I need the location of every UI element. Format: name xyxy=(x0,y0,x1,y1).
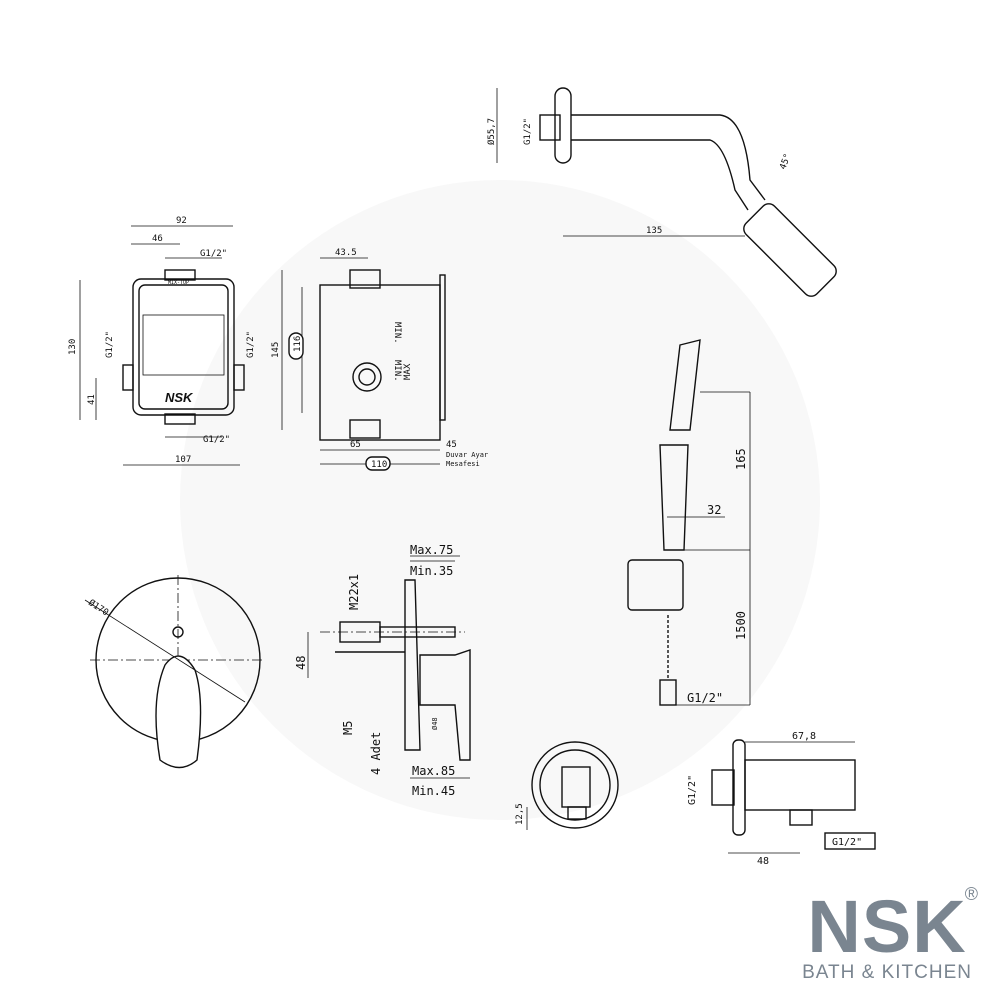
brand-mark: NSK xyxy=(165,390,194,405)
valve-box-front-view: MIX-TOP NSK 92 46 G1/2" G1/2" 130 41 G1/… xyxy=(68,216,256,466)
right-thread-dimension: G1/2" xyxy=(246,331,256,358)
thread-dimension: G1/2" xyxy=(523,118,533,145)
wall-outlet-side-view: 67,8 G1/2" G1/2" 48 xyxy=(687,731,876,867)
length-dimension: 135 xyxy=(646,226,662,236)
hand-shower-view: 165 32 1500 G1/2" xyxy=(627,339,751,706)
screw-dimension: M5 xyxy=(341,721,355,735)
logo-tagline: BATH & KITCHEN xyxy=(802,962,972,983)
total-width-dimension: 107 xyxy=(175,455,191,465)
min-top-dimension: Min.35 xyxy=(410,564,453,578)
wall-adjust-text-2: Mesafesi xyxy=(446,460,480,468)
min-bottom-dimension: Min.45 xyxy=(412,784,455,798)
thread-dimension: M22x1 xyxy=(347,574,361,610)
thread-dimension: G1/2" xyxy=(687,691,723,705)
wall-adjust-text: Duvar Ayar xyxy=(446,451,488,459)
diameter-dimension: Ø170 xyxy=(86,597,110,618)
half-width-dimension: 46 xyxy=(152,234,163,244)
diameter-dimension: Ø48 xyxy=(431,717,439,730)
height-dimension: 48 xyxy=(294,656,308,670)
max-top-dimension: Max.75 xyxy=(410,543,453,557)
offset-dimension: 32 xyxy=(707,503,721,517)
angle-dimension: 45° xyxy=(778,152,793,171)
min-label-1: MIN. xyxy=(392,322,402,344)
total-depth-dimension: 110 xyxy=(371,460,387,470)
mixer-side-view: Max.75 Min.35 M22x1 48 M5 4 Adet Ø48 Max… xyxy=(294,543,471,798)
min-label-2: MIN. xyxy=(392,360,402,382)
top-depth-dimension: 43.5 xyxy=(335,248,357,258)
logo-brand: NSK xyxy=(807,885,967,968)
top-mark-label: MIX-TOP xyxy=(168,280,189,286)
max-bottom-dimension: Max.85 xyxy=(412,764,455,778)
height-dimension: 145 xyxy=(271,342,281,358)
inlet-thread-dimension: G1/2" xyxy=(687,775,698,805)
watermark xyxy=(180,180,820,820)
valve-box-side-view: MIN. MIN. MAX 43.5 145 116 65 45 Duvar A… xyxy=(271,248,488,471)
registered-mark: ® xyxy=(964,884,978,904)
offset-dimension: 12,5 xyxy=(515,803,525,825)
screw-quantity: 4 Adet xyxy=(369,732,383,775)
depth-dimension: 65 xyxy=(350,440,361,450)
wall-outlet-front-view: 12,5 xyxy=(515,741,619,830)
depth-dimension: 48 xyxy=(757,856,769,867)
diameter-dimension: Ø55,7 xyxy=(486,118,497,145)
inner-height-dimension: 116 xyxy=(293,336,303,352)
width-dimension: 92 xyxy=(176,216,187,226)
height-dimension: 130 xyxy=(68,339,78,355)
wall-adjust-dimension: 45 xyxy=(446,440,457,450)
brand-logo: NSK ® BATH & KITCHEN xyxy=(802,884,978,984)
length-dimension: 67,8 xyxy=(792,731,816,742)
outlet-thread-dimension: G1/2" xyxy=(832,837,862,848)
shower-arm-view: Ø55,7 G1/2" 135 45° xyxy=(486,87,837,297)
max-label: MAX xyxy=(403,363,413,380)
left-thread-dimension: G1/2" xyxy=(105,331,115,358)
bottom-thread-dimension: G1/2" xyxy=(203,435,230,445)
inlet-height-dimension: 41 xyxy=(87,394,97,405)
hose-dimension: 1500 xyxy=(734,611,748,640)
length-dimension: 165 xyxy=(734,448,748,470)
top-thread-dimension: G1/2" xyxy=(200,249,227,259)
